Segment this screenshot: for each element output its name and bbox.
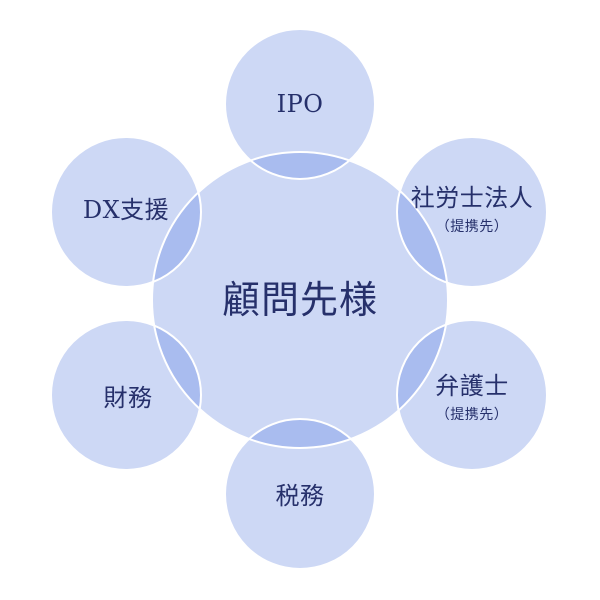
center-circle [152,152,448,448]
node-label-zeimu: 税務 [276,484,325,508]
node-circle-ipo [225,29,375,179]
center-label-text: 顧問先様 [221,278,379,322]
node-sublabel-text: （提携先） [435,219,509,235]
node-label-text: 社労士法人 [410,184,534,212]
node-label-text: 財務 [103,384,153,412]
node-label-text: 税務 [275,482,325,510]
node-label-dx: DX支援 [83,198,169,222]
center-circle-outline [151,151,449,449]
node-label-text: IPO [276,90,324,118]
node-circle-outline-zeimu [224,418,376,570]
node-label-text: 弁護士 [435,372,509,400]
node-circle-outline-dx [50,136,202,288]
node-label-bengoshi: 弁護士 （提携先） [435,374,509,422]
node-circle-outline-sharoushi [396,136,548,288]
node-sublabel-text: （提携先） [435,407,509,423]
node-circle-zeimu [225,419,375,569]
node-label-text: DX支援 [82,196,170,224]
center-label: 顧問先様 [222,281,378,319]
node-label-zaimu: 財務 [104,386,153,410]
node-circle-outline-zaimu [50,319,202,471]
node-label-sharoushi: 社労士法人 （提携先） [411,186,534,234]
node-label-ipo: IPO [277,92,324,116]
node-circle-outline-bengoshi [396,319,548,471]
node-circle-outline-ipo [224,28,376,180]
